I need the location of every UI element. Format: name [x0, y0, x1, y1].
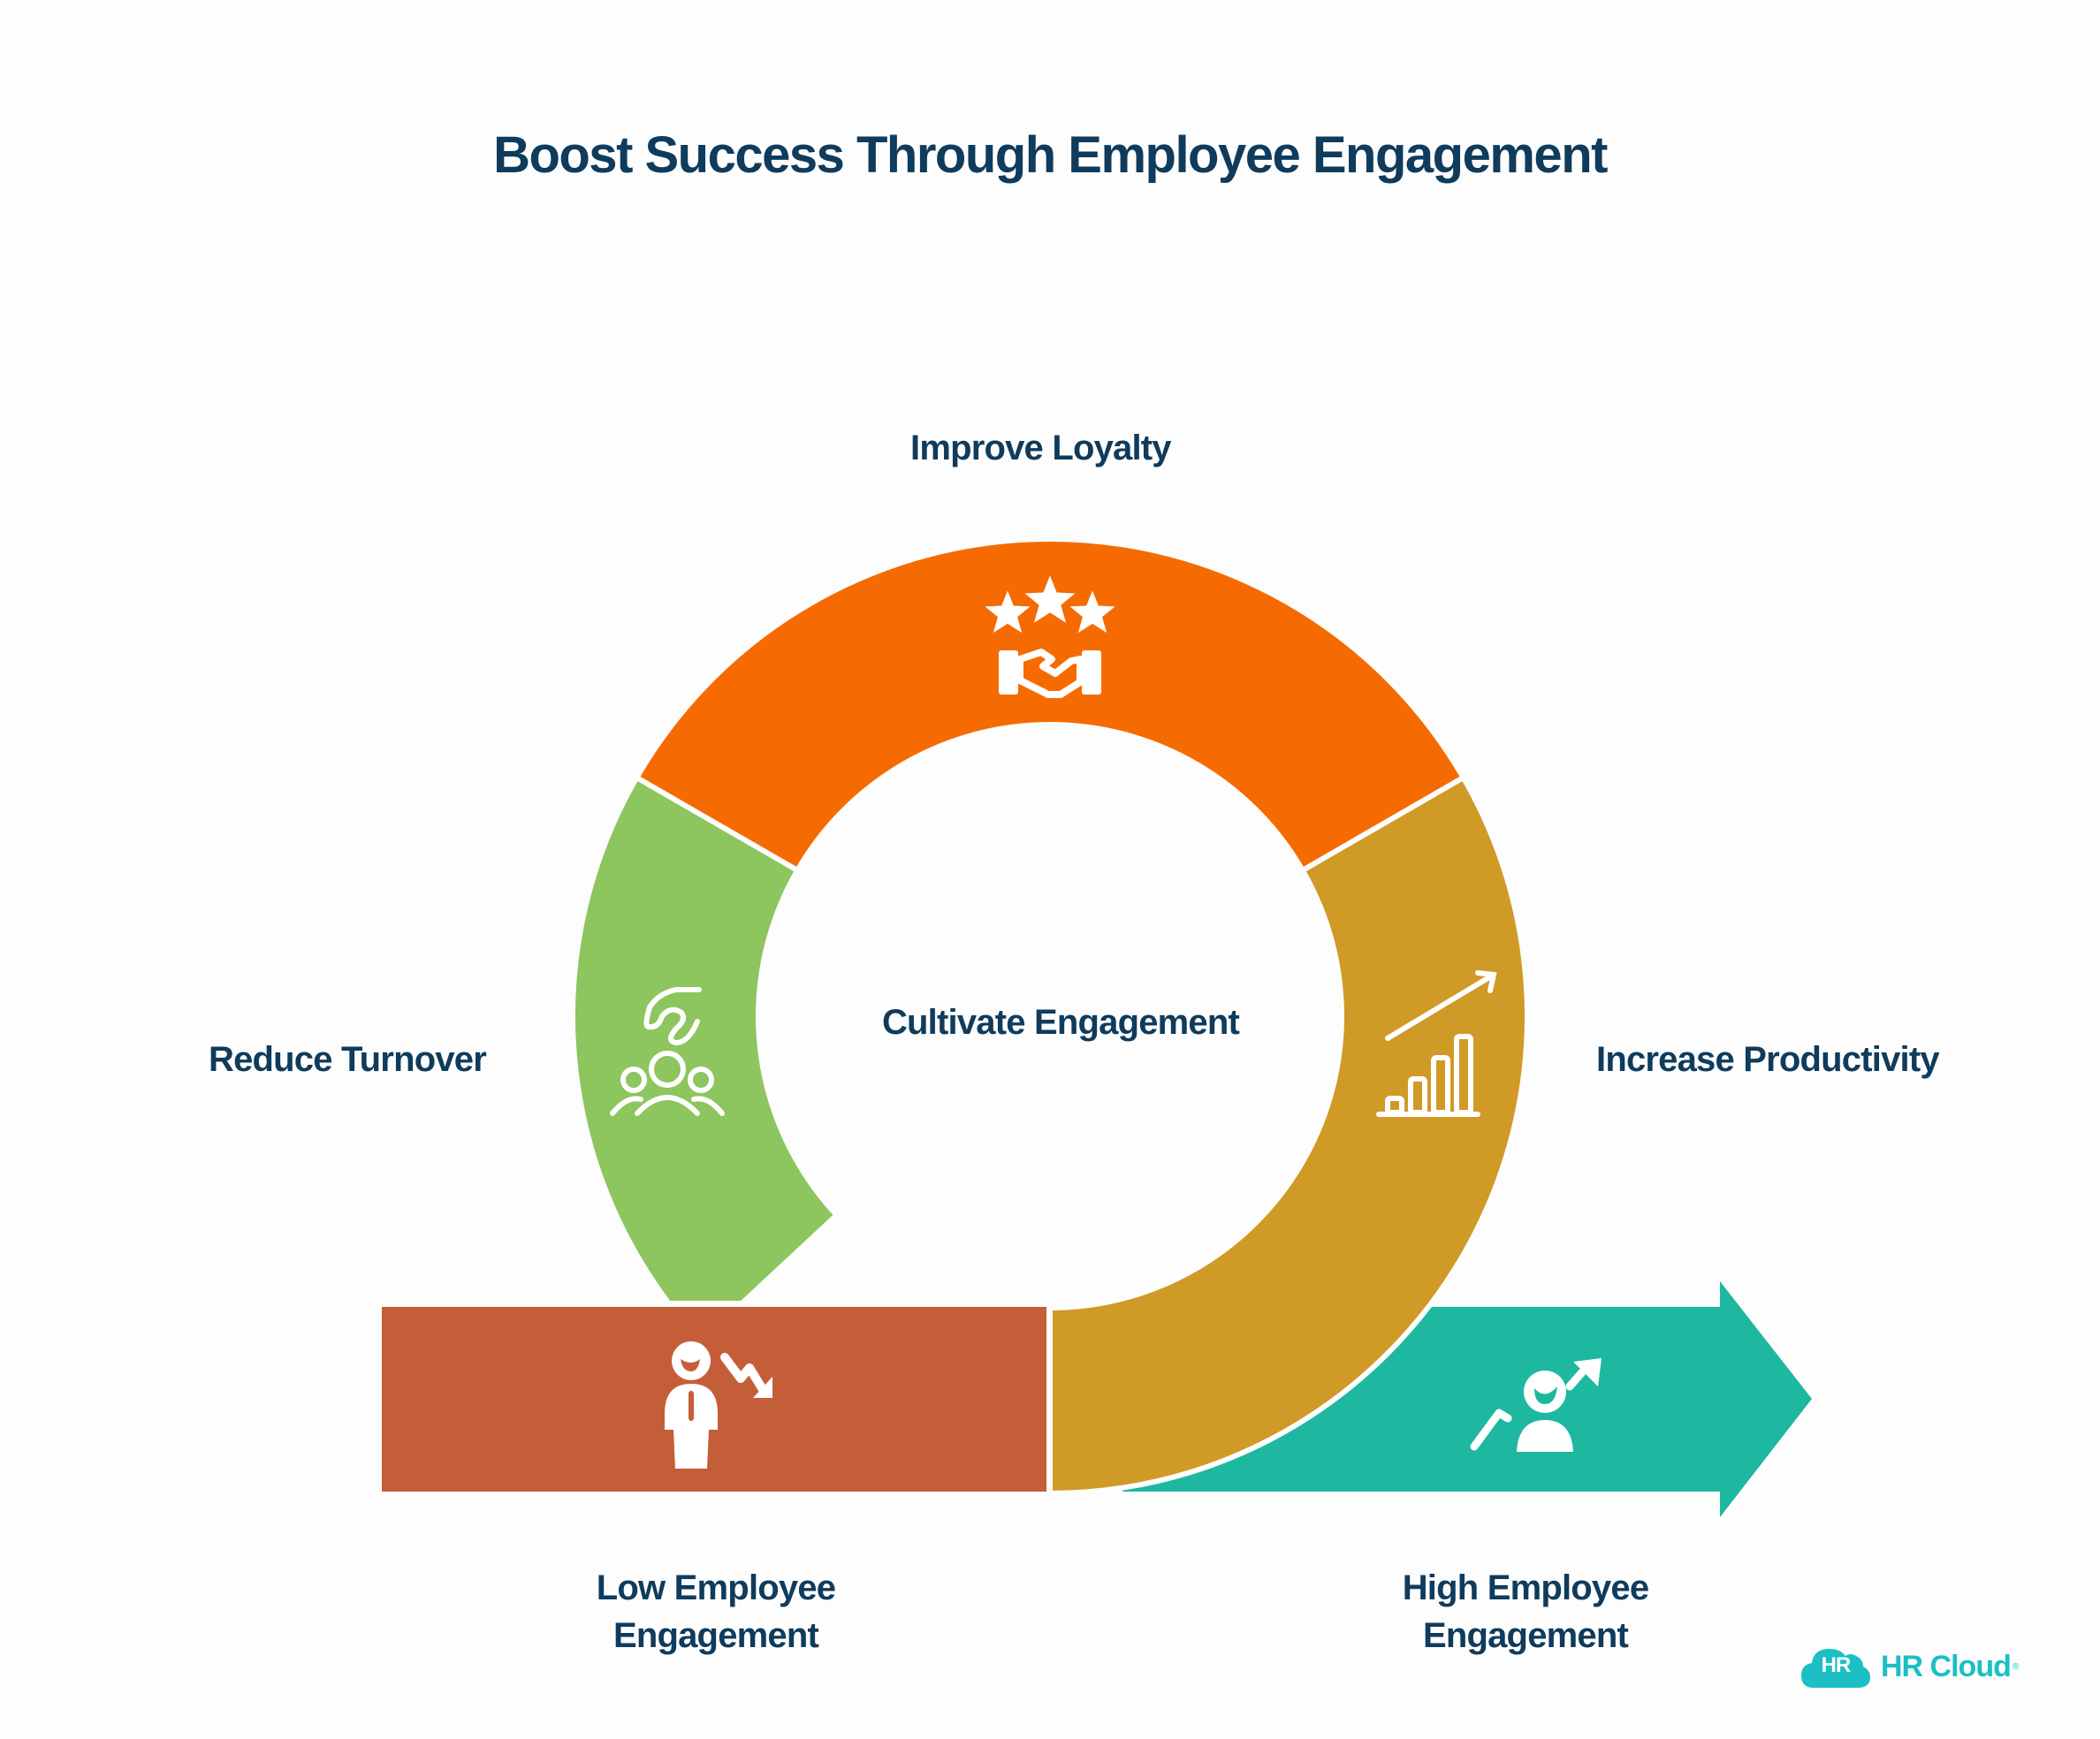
label-low-line2: Engagement [612, 1616, 819, 1655]
label-increase-productivity: Increase Productivity [1596, 1040, 1940, 1079]
hand-over-people-icon [610, 987, 725, 1116]
label-low-engagement: Low Employee Engagement [495, 1564, 937, 1659]
logo-badge-text: HR [1821, 1653, 1852, 1677]
ring-segment-reduce-turnover [570, 773, 841, 1346]
label-high-line2: Engagement [1422, 1616, 1629, 1655]
bar-chart-growth-icon [1376, 970, 1497, 1117]
registered-mark: ® [2012, 1661, 2020, 1672]
person-down-trend-icon [665, 1341, 772, 1469]
ring-segment-increase-productivity [1047, 773, 1530, 1497]
divider [1046, 1307, 1051, 1492]
label-improve-loyalty: Improve Loyalty [910, 429, 1172, 467]
cloud-icon: HR [1801, 1644, 1870, 1690]
hr-cloud-logo: HR HR Cloud ® [1801, 1644, 2019, 1690]
label-reduce-turnover: Reduce Turnover [209, 1040, 487, 1079]
segment-gap [530, 1301, 1050, 1310]
label-high-engagement: High Employee Engagement [1305, 1564, 1746, 1659]
person-up-trend-icon [1470, 1358, 1602, 1452]
ring-segment-improve-loyalty [633, 536, 1467, 875]
diagram-title: Boost Success Through Employee Engagemen… [493, 126, 1608, 184]
logo-name: HR Cloud [1881, 1649, 2012, 1683]
stars-handshake-icon [985, 575, 1115, 698]
label-high-line1: High Employee [1402, 1568, 1649, 1607]
engagement-ring [530, 536, 1530, 1497]
center-label: Cultivate Engagement [881, 1003, 1240, 1042]
label-low-line1: Low Employee [596, 1568, 836, 1607]
